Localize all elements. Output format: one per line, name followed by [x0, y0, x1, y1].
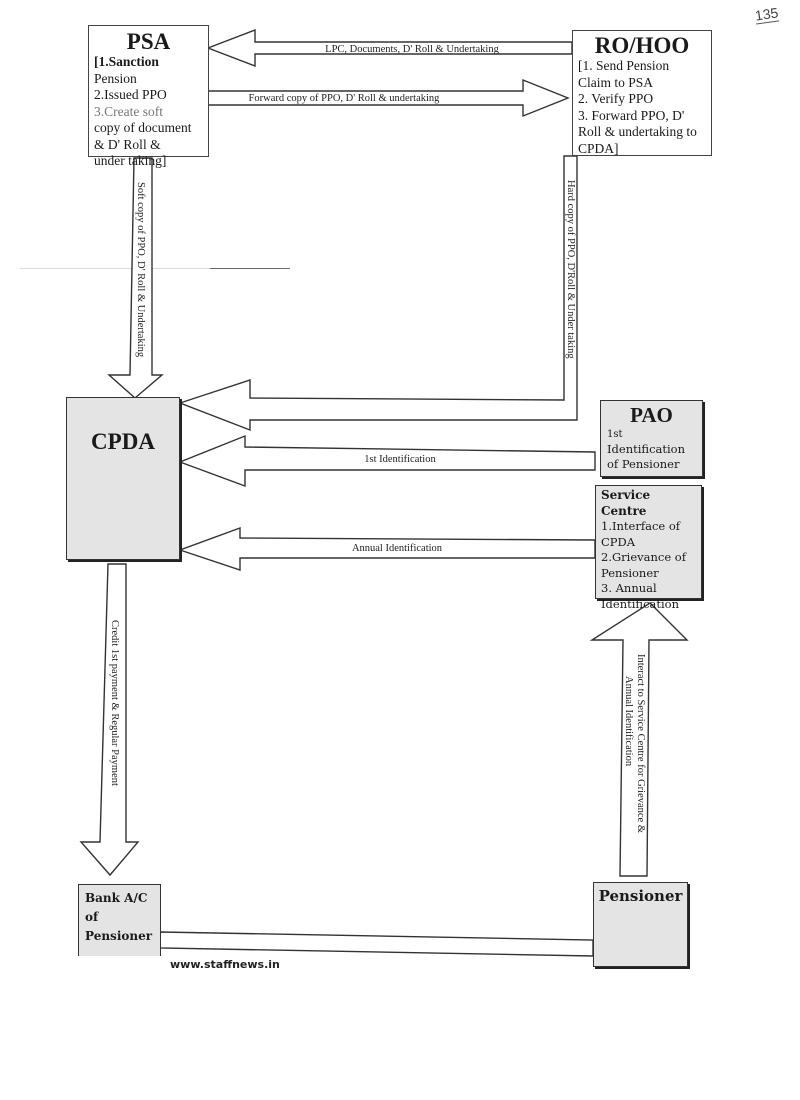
service-centre-line: 3. Annual [601, 581, 657, 595]
label-sc-to-cpda: Annual Identification [352, 543, 443, 554]
ro-hoo-line: 2. Verify PPO [578, 91, 654, 106]
node-psa-text: [1.Sanction Pension 2.Issued PPO 3.Creat… [94, 54, 203, 170]
label-ro-to-psa: LPC, Documents, D' Roll & Undertaking [325, 44, 499, 55]
arrow-sc-to-cpda [177, 526, 596, 571]
ro-hoo-line: 3. Forward PPO, D' [578, 107, 685, 123]
node-pensioner: Pensioner [593, 882, 688, 967]
bank-line: Bank A/C [85, 891, 148, 905]
pao-line: Identification [607, 442, 686, 456]
node-service-centre-text: Service Centre 1.Interface of CPDA 2.Gri… [601, 488, 696, 612]
service-centre-line: 2.Grievance of [601, 550, 686, 564]
node-pensioner-title: Pensioner [598, 887, 683, 905]
ro-hoo-line: Roll & undertaking to [578, 124, 697, 139]
service-centre-line: CPDA [601, 534, 636, 549]
pao-line: of Pensioner [607, 457, 680, 471]
psa-line: Pension [94, 70, 137, 86]
node-cpda: CPDA [66, 397, 180, 560]
node-pao-title: PAO [630, 403, 673, 427]
arrow-cpda-to-bank [79, 563, 140, 877]
connector-bank-pensioner [159, 931, 594, 957]
node-service-centre: Service Centre 1.Interface of CPDA 2.Gri… [595, 485, 702, 611]
arrow-ro-to-psa [206, 28, 573, 68]
label-cpda-to-bank: Credit 1st payment & Regular Payment [109, 620, 120, 786]
pao-line: 1st [607, 429, 623, 440]
node-pao: PAO 1st Identification of Pensioner [600, 400, 703, 477]
watermark: www.staffnews.in [170, 958, 280, 971]
psa-line: 3.Create soft [94, 103, 163, 119]
psa-line: copy of document [94, 120, 192, 135]
label-ro-to-cpda: Hard copy of PPO, D'Roll & Under taking [565, 180, 576, 359]
ro-hoo-line: CPDA] [578, 140, 619, 156]
label-pao-to-cpda: 1st Identification [364, 454, 436, 465]
label-pensioner-to-sc-line2: Annual Identification [623, 676, 634, 767]
node-service-centre-title: Service Centre [601, 488, 651, 518]
node-bank-account: Bank A/C of Pensioner [78, 884, 161, 956]
arrow-pensioner-to-sc [589, 602, 689, 877]
node-pao-text: 1st Identification of Pensioner [607, 427, 696, 472]
service-centre-line: Identification [601, 596, 680, 611]
psa-line: under taking] [94, 153, 167, 168]
service-centre-line: 1.Interface of [601, 519, 681, 533]
scan-artifact [210, 268, 290, 269]
node-bank-text: Bank A/C of Pensioner [85, 889, 154, 946]
arrow-pao-to-cpda [178, 434, 596, 488]
node-cpda-title: CPDA [91, 429, 155, 454]
psa-line: [1.Sanction [94, 54, 159, 69]
psa-line: & D' Roll & [94, 136, 161, 152]
label-psa-to-ro: Forward copy of PPO, D' Roll & undertaki… [249, 93, 441, 104]
bank-line: of [85, 910, 99, 924]
node-ro-hoo-title: RO/HOO [594, 33, 690, 58]
service-centre-line: Pensioner [601, 565, 659, 580]
bank-line: Pensioner [85, 929, 153, 943]
arrow-psa-to-cpda [107, 157, 164, 399]
arrow-psa-to-ro [205, 78, 570, 118]
node-ro-hoo-text: [1. Send Pension Claim to PSA 2. Verify … [578, 58, 706, 157]
psa-line: 2.Issued PPO [94, 87, 167, 102]
ro-hoo-line: Claim to PSA [578, 74, 654, 90]
node-ro-hoo: RO/HOO [1. Send Pension Claim to PSA 2. … [572, 30, 712, 156]
ro-hoo-line: [1. Send Pension [578, 58, 670, 73]
label-pensioner-to-sc-line1: Interact to Service Centre for Grievance… [635, 654, 646, 833]
node-psa-title: PSA [126, 29, 171, 54]
node-psa: PSA [1.Sanction Pension 2.Issued PPO 3.C… [88, 25, 209, 168]
label-psa-to-cpda: Soft copy of PPO, D' Roll & Undertaking [135, 182, 146, 358]
arrow-ro-to-cpda [177, 155, 578, 432]
